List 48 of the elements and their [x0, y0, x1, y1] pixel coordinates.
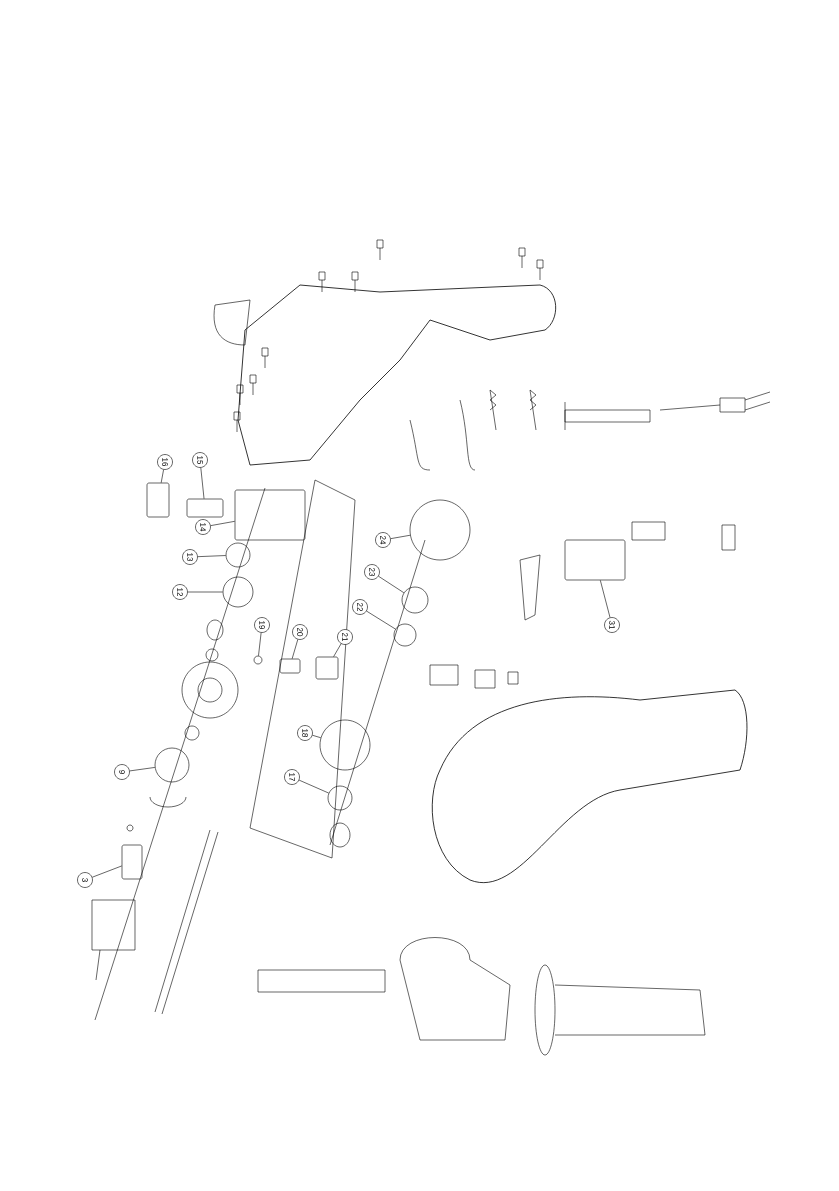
callout-number: 22	[352, 599, 368, 615]
leader-line	[160, 469, 164, 483]
leader-line	[312, 734, 322, 739]
part-drawing	[234, 489, 306, 541]
callout-number: 18	[297, 725, 313, 741]
callout-number: 9	[114, 764, 130, 780]
leader-line	[210, 521, 235, 526]
callout-number: 3	[77, 872, 93, 888]
callout-number: 21	[337, 629, 353, 645]
callout-number: 19	[254, 617, 270, 633]
callout-number: 31	[604, 617, 620, 633]
part-drawing	[409, 499, 471, 561]
part-drawing	[393, 623, 417, 647]
callout-number: 14	[195, 519, 211, 535]
leader-line	[92, 865, 122, 878]
part-drawing	[222, 576, 254, 608]
leader-line	[129, 767, 156, 772]
leader-line	[378, 575, 405, 594]
callout-number: 13	[182, 549, 198, 565]
part-drawing	[279, 658, 301, 674]
part-drawing	[253, 655, 263, 665]
leader-line	[366, 610, 396, 630]
part-drawing	[564, 539, 626, 581]
leader-line	[298, 779, 330, 794]
callout-number: 23	[364, 564, 380, 580]
callout-number: 12	[172, 584, 188, 600]
part-drawing	[401, 586, 429, 614]
callout-number: 17	[284, 769, 300, 785]
callout-number: 16	[157, 454, 173, 470]
part-drawing	[121, 844, 143, 880]
leader-line	[197, 555, 226, 557]
leader-line	[333, 643, 342, 657]
callout-number: 20	[292, 624, 308, 640]
part-drawing	[327, 785, 353, 811]
callout-number: 15	[192, 452, 208, 468]
leader-line	[600, 580, 611, 618]
part-drawing	[225, 542, 251, 568]
part-drawing	[186, 498, 224, 518]
leader-line	[187, 591, 223, 593]
leader-line	[291, 639, 299, 659]
callout-number: 24	[375, 532, 391, 548]
part-drawing	[154, 747, 190, 783]
part-drawing	[319, 719, 371, 771]
leader-line	[200, 467, 205, 499]
leader-line	[390, 534, 411, 539]
part-drawing	[146, 482, 170, 518]
part-drawing	[315, 656, 339, 680]
leader-line	[258, 632, 262, 657]
